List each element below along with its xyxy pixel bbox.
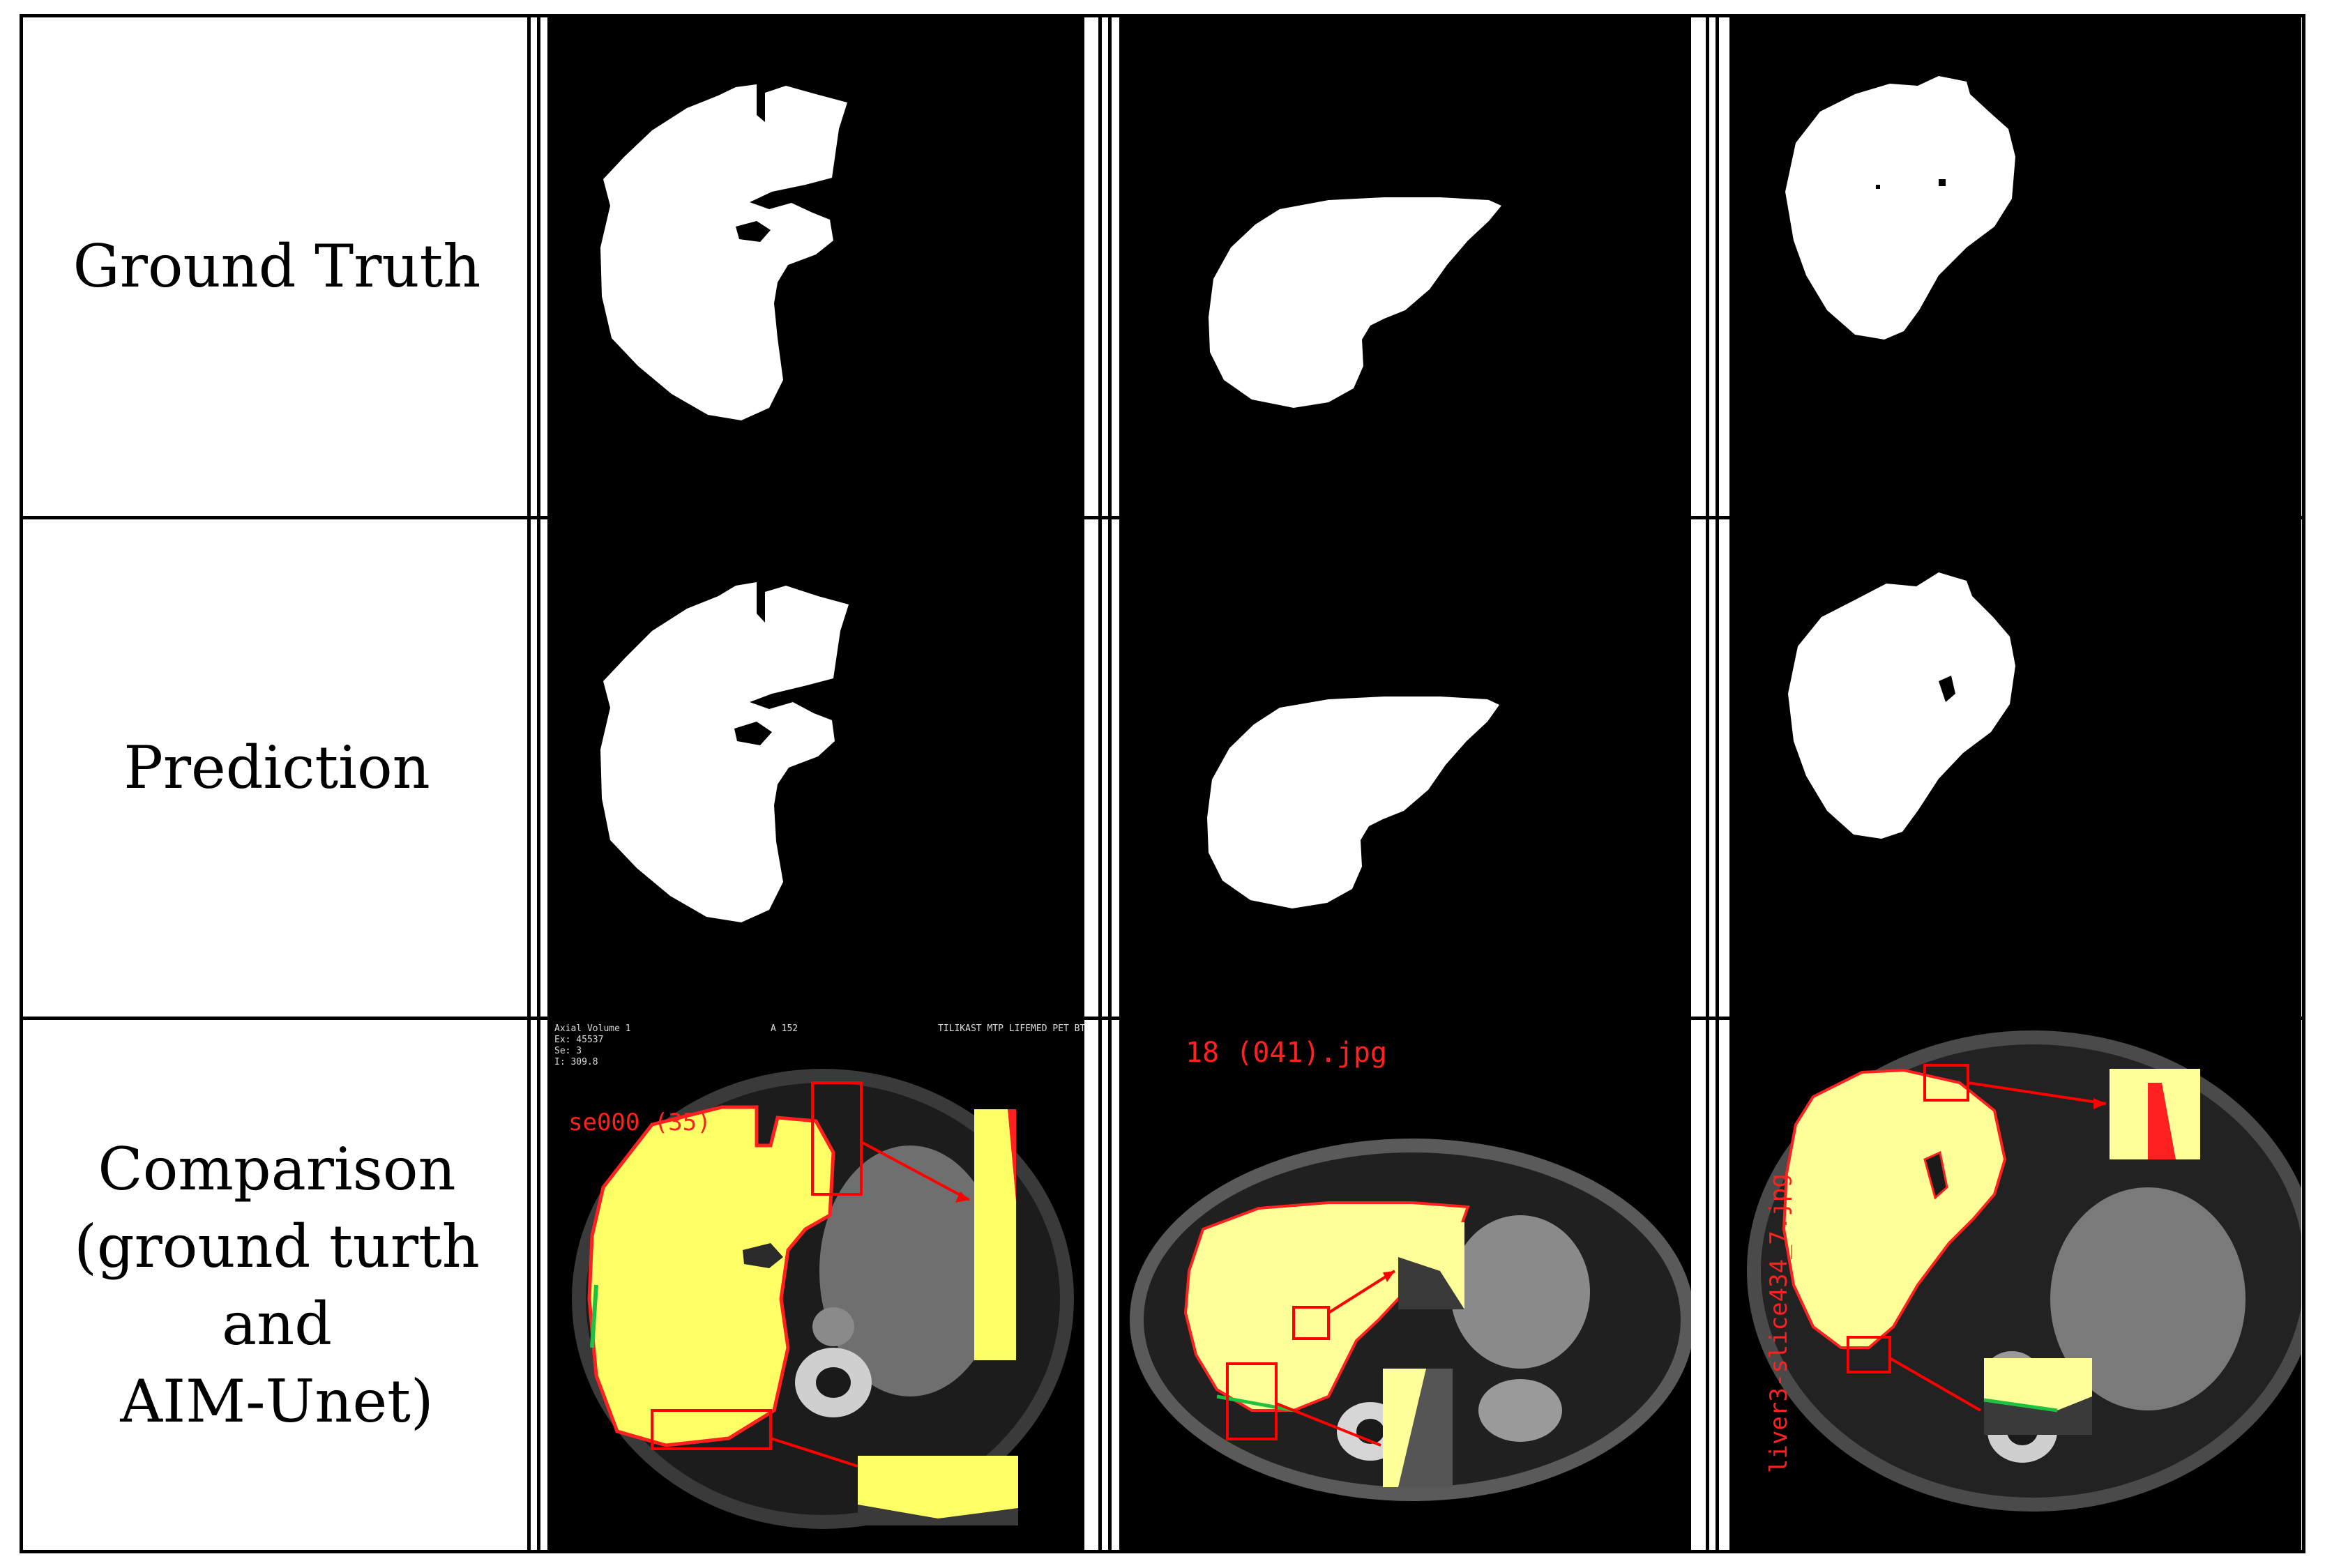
svg-text:TILIKAST MTP LIFEMED PET BT: TILIKAST MTP LIFEMED PET BT <box>938 1023 1084 1034</box>
svg-text:Se: 3: Se: 3 <box>554 1046 582 1056</box>
ground-truth-mask-3 <box>1729 17 2301 516</box>
ct-overlay-3: liver3-slice434_7.jpg <box>1747 1030 2301 1512</box>
overlay-label-3: liver3-slice434_7.jpg <box>1765 1173 1793 1473</box>
row-label-prediction: Prediction <box>23 519 531 1017</box>
ground-truth-mask-2 <box>1119 17 1691 516</box>
column-divider <box>537 17 540 1550</box>
row-label-ground-truth: Ground Truth <box>23 17 531 516</box>
figure-grid: Ground Truth Prediction Comparison (grou… <box>20 14 2305 1553</box>
comparison-ct-2: 18 (041).jpg <box>1119 1020 1691 1551</box>
column-divider <box>1706 17 1709 1550</box>
svg-text:A 152: A 152 <box>771 1023 798 1034</box>
column-divider <box>1108 17 1112 1550</box>
ct-overlay-1: Axial Volume 1 Ex: 45537 Se: 3 I: 309.8 … <box>554 1023 1084 1529</box>
prediction-liver-mask-1 <box>600 582 849 922</box>
column-divider <box>1716 17 1719 1550</box>
prediction-label: Prediction <box>123 733 430 802</box>
prediction-liver-mask-3 <box>1788 572 2015 839</box>
comparison-label-line1: Comparison <box>98 1135 456 1204</box>
column-divider <box>527 17 531 1550</box>
overlay-label-2: 18 (041).jpg <box>1186 1037 1387 1069</box>
column-divider <box>1098 17 1102 1550</box>
comparison-ct-3: liver3-slice434_7.jpg <box>1729 1020 2301 1551</box>
liver-mask-3 <box>1785 76 2015 340</box>
comparison-label-line3: AIM-Unet) <box>120 1367 434 1436</box>
row-label-comparison: Comparison (ground turth and AIM-Unet) <box>23 1020 531 1551</box>
liver-mask-1 <box>600 84 847 420</box>
comparison-label-line2: (ground turth and <box>74 1212 480 1358</box>
prediction-mask-3 <box>1729 519 2301 1017</box>
svg-text:Ex: 45537: Ex: 45537 <box>554 1035 603 1045</box>
prediction-liver-mask-2 <box>1207 697 1499 908</box>
ground-truth-label: Ground Truth <box>73 232 481 301</box>
liver-mask-2 <box>1209 197 1501 408</box>
row-divider <box>23 1017 2302 1020</box>
overlay-label-1: se000 (35) <box>568 1109 711 1136</box>
ct-overlay-2: 18 (041).jpg <box>1130 1037 1691 1501</box>
prediction-mask-2 <box>1119 519 1691 1017</box>
row-divider <box>23 516 2302 519</box>
ground-truth-mask-1 <box>547 17 1084 516</box>
prediction-mask-1 <box>547 519 1084 1017</box>
svg-text:I: 309.8: I: 309.8 <box>554 1057 598 1067</box>
svg-text:Axial Volume 1: Axial Volume 1 <box>554 1023 631 1034</box>
comparison-ct-1: Axial Volume 1 Ex: 45537 Se: 3 I: 309.8 … <box>547 1020 1084 1551</box>
